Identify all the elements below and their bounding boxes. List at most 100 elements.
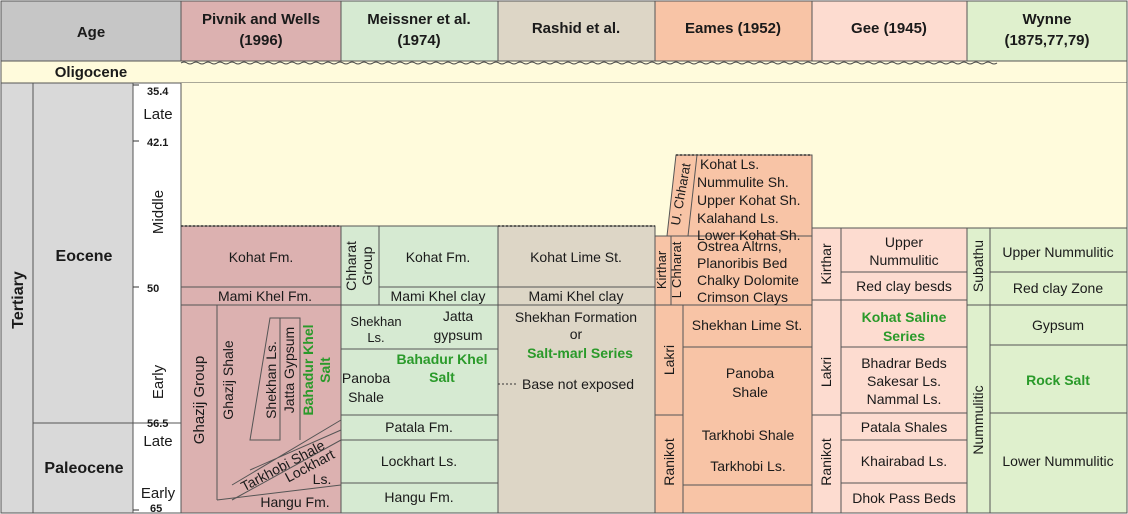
gee-kohat-saline-2: Series — [883, 328, 925, 344]
header-pivnik-cell — [180, 0, 342, 62]
tertiary-column — [0, 82, 34, 514]
header-pivnik-line1: Pivnik and Wells — [202, 11, 320, 28]
eames-ranikot: Ranikot — [661, 438, 677, 486]
eames-panoba-1: Panoba — [726, 365, 774, 381]
header-meissner-line2: (1974) — [397, 32, 440, 49]
tick-label-42-1: 42.1 — [147, 137, 168, 149]
gee-upper-1: Upper — [885, 234, 923, 250]
gee-khairabad: Khairabad Ls. — [861, 453, 947, 469]
meissner-chharat-2: Group — [359, 246, 375, 285]
meissner-mami-khel: Mami Khel clay — [391, 288, 486, 304]
eames-u-chharat-divider — [687, 154, 698, 237]
tertiary-label: Tertiary — [10, 271, 27, 329]
eames-lower-item-3: Chalky Dolomite — [697, 272, 799, 288]
meissner-jatta-2: gypsum — [433, 327, 482, 343]
eocene-label: Eocene — [56, 248, 113, 265]
meissner-patala: Patala Fm. — [385, 419, 453, 435]
header-age-cell — [0, 0, 182, 62]
pivnik-kohat: Kohat Fm. — [229, 249, 294, 265]
pivnik-wedge-tarkhobi — [231, 419, 342, 501]
rashid-base: Base not exposed — [522, 376, 634, 392]
gee-kirthar: Kirthar — [818, 243, 834, 285]
wynne-upper: Upper Nummulitic — [1002, 244, 1113, 260]
eames-panoba-2: Shale — [732, 384, 768, 400]
eames-lower-item-2: Planoribis Bed — [697, 255, 787, 271]
header-rashid: Rashid et al. — [532, 20, 620, 37]
gee-kohat-saline-1: Kohat Saline — [862, 309, 947, 325]
pivnik-hangu: Hangu Fm. — [260, 494, 329, 510]
eames-kirthar-2: L Chharat — [669, 241, 684, 298]
header-gee: Gee (1945) — [851, 20, 927, 37]
paleocene-label: Paleocene — [44, 460, 123, 477]
wynne-red-clay: Red clay Zone — [1013, 280, 1103, 296]
eames-lower-item-4: Crimson Clays — [697, 289, 788, 305]
gee-dhok-pass: Dhok Pass Beds — [852, 490, 956, 506]
header-pivnik-line2: (1996) — [239, 32, 282, 49]
header-age: Age — [77, 24, 105, 41]
header-gee-cell — [811, 0, 968, 62]
eocene-cell — [32, 82, 134, 424]
eames-upper-item-4: Kalahand Ls. — [697, 210, 779, 226]
meissner-hangu: Hangu Fm. — [384, 489, 453, 505]
pivnik-shekhan: Shekhan Ls. — [263, 341, 279, 419]
eames-upper-item-3: Upper Kohat Sh. — [697, 192, 801, 208]
pivnik-wedge-jatta — [280, 317, 301, 440]
eames-upper-item-1: Kohat Ls. — [700, 156, 759, 172]
wynne-subathu: Subathu — [970, 240, 986, 292]
gee-red-clay: Red clay besds — [856, 278, 952, 294]
meissner-bahadur-2: Salt — [429, 369, 455, 385]
tick-label-65: 65 — [150, 503, 162, 514]
meissner-panoba-2: Shale — [348, 389, 384, 405]
header-meissner-cell — [340, 0, 499, 62]
gee-upper-2: Nummulitic — [869, 252, 938, 268]
rashid-kohat: Kohat Lime St. — [530, 249, 622, 265]
pivnik-lockhart-2: Ls. — [313, 471, 332, 487]
rashid-mami-khel: Mami Khel clay — [529, 288, 624, 304]
meissner-lockhart: Lockhart Ls. — [381, 453, 457, 469]
tick-label-35-4: 35.4 — [147, 86, 169, 98]
eames-column-body — [654, 235, 813, 514]
header-wynne-line2: (1875,77,79) — [1004, 32, 1089, 49]
wynne-nummulitic: Nummulitic — [970, 385, 986, 454]
eames-tarkhobi-shale: Tarkhobi Shale — [702, 427, 795, 443]
sub-age-paleocene-early: Early — [141, 485, 176, 502]
meissner-shekhan-2: Ls. — [367, 330, 384, 345]
meissner-chharat-1: Chharat — [343, 241, 359, 291]
eames-upper-item-2: Nummulite Sh. — [697, 174, 789, 190]
gee-lakri: Lakri — [818, 357, 834, 387]
tick-label-50: 50 — [147, 283, 159, 295]
meissner-kohat: Kohat Fm. — [406, 249, 471, 265]
pivnik-bahadur-2: Salt — [317, 357, 333, 383]
pivnik-ghazij-shale: Ghazij Shale — [220, 340, 236, 420]
meissner-jatta-1: Jatta — [443, 308, 474, 324]
header-rashid-cell — [497, 0, 656, 62]
wynne-column-body — [966, 227, 1128, 514]
pivnik-ghazij-group: Ghazij Group — [191, 356, 208, 444]
eames-kirthar-1: Kirthar — [654, 250, 669, 289]
meissner-panoba-1: Panoba — [342, 370, 390, 386]
pivnik-divider-hangu — [216, 484, 342, 501]
wynne-rock-salt: Rock Salt — [1026, 372, 1090, 388]
rashid-shekhan-1: Shekhan Formation — [515, 309, 637, 325]
eames-shekhan: Shekhan Lime St. — [692, 317, 803, 333]
unconformity-line-top — [180, 61, 998, 65]
sub-age-early: Early — [150, 364, 167, 399]
gee-column-body — [811, 227, 968, 514]
eames-tarkhobi-ls: Tarkhobi Ls. — [710, 458, 785, 474]
rashid-column-body — [497, 225, 656, 514]
meissner-bahadur-1: Bahadur Khel — [396, 351, 487, 367]
gee-bhadrar: Bhadrar Beds — [861, 355, 947, 371]
gee-patala: Patala Shales — [861, 419, 947, 435]
oligocene-label: Oligocene — [55, 64, 128, 81]
pivnik-jatta: Jatta Gypsum — [281, 327, 297, 413]
rashid-shekhan-2: or — [570, 326, 583, 342]
sub-age-late: Late — [143, 106, 172, 123]
header-wynne-line1: Wynne — [1023, 11, 1072, 28]
header-meissner-line1: Meissner et al. — [367, 11, 470, 28]
tick-label-56-5: 56.5 — [147, 418, 168, 430]
sub-age-paleocene-late: Late — [143, 433, 172, 450]
eames-upper-item-5: Lower Kohat Sh. — [697, 227, 801, 243]
meissner-shekhan-1: Shekhan — [350, 314, 401, 329]
gee-nammal: Nammal Ls. — [867, 391, 942, 407]
